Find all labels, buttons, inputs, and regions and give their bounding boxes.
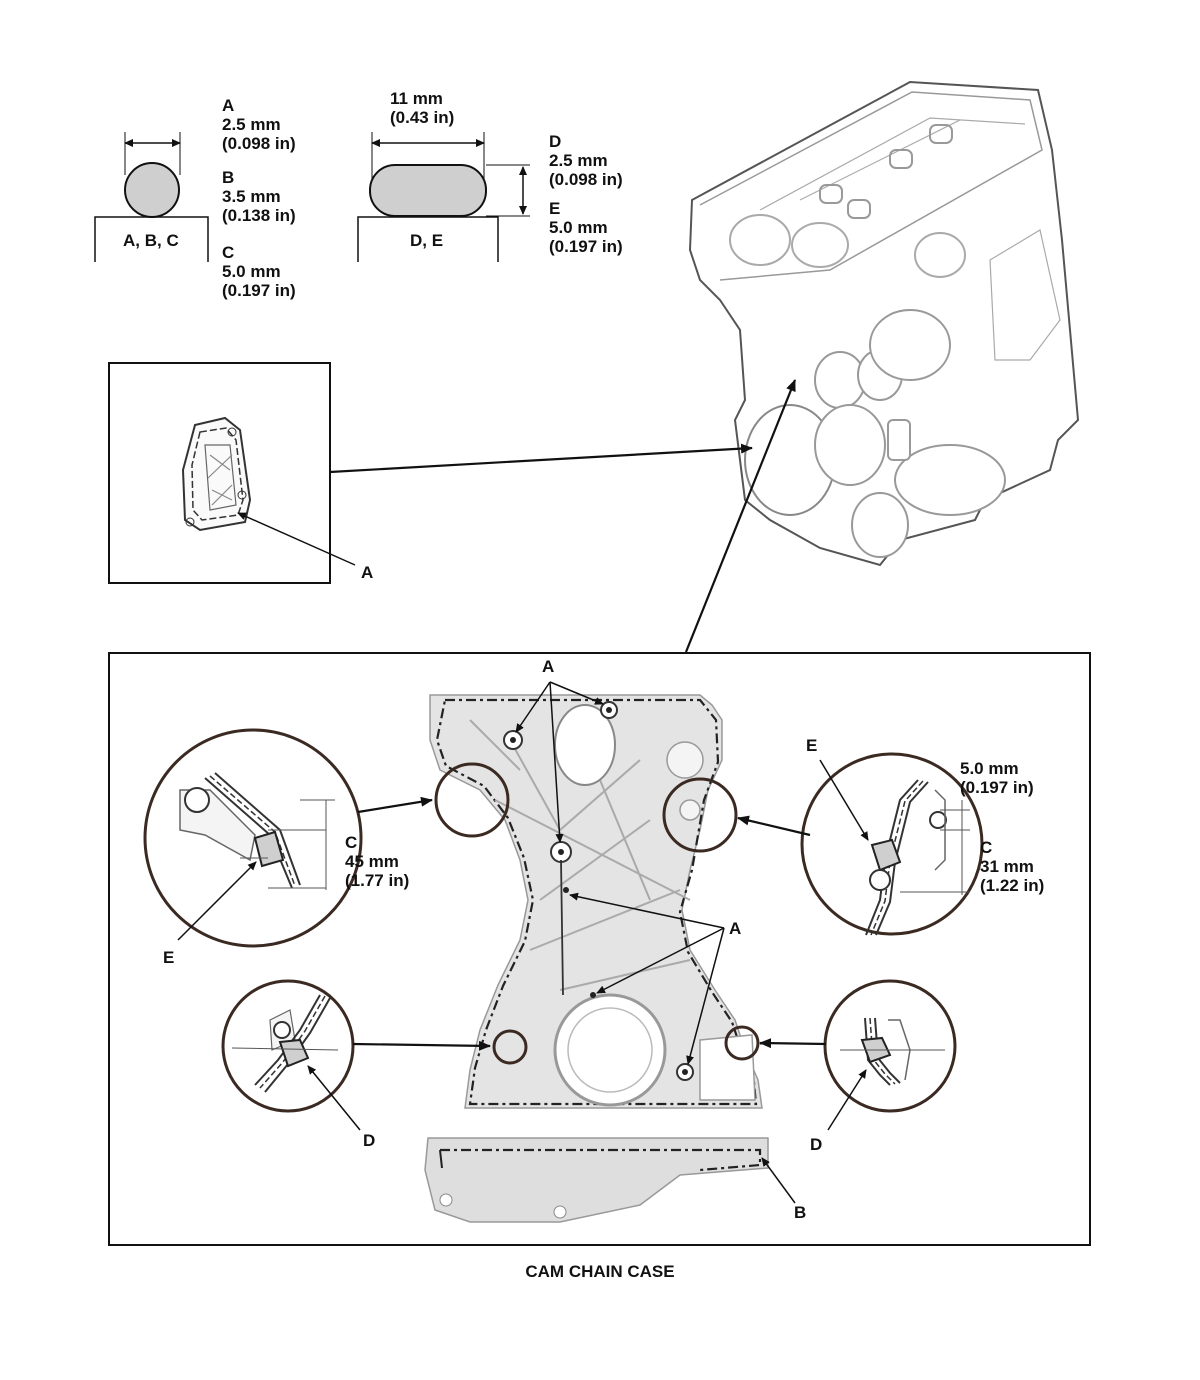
spec-e-size: 5.0 mm <box>549 218 608 237</box>
spec-b-inch: (0.138 in) <box>222 206 296 225</box>
lower-left-detail-arrow <box>352 1040 491 1051</box>
right-detail-size: 31 mm <box>980 857 1034 876</box>
spec-d-size: 2.5 mm <box>549 151 608 170</box>
right-detail-inch: (1.22 in) <box>980 876 1045 895</box>
callout-a-right: A <box>729 919 742 938</box>
cam-chain-case-body <box>429 694 763 1109</box>
lower-right-detail-magnifier <box>823 979 957 1131</box>
spec-e-letter: E <box>549 199 561 218</box>
right-detail-dimension: C 31 mm (1.22 in) <box>980 838 1044 895</box>
lower-right-detail-arrow <box>759 1038 827 1049</box>
flat-width-spec: 11 mm (0.43 in) <box>390 89 454 127</box>
b-leader <box>761 1157 796 1204</box>
flat-spec-e: E 5.0 mm (0.197 in) <box>549 199 623 256</box>
figure-caption: CAM CHAIN CASE <box>525 1262 675 1281</box>
lower-left-detail-magnifier <box>221 979 361 1131</box>
inset-callout-a: A <box>361 563 374 582</box>
left-detail-dimension: C 45 mm (1.77 in) <box>345 833 409 890</box>
flat-bead <box>369 164 487 217</box>
flat-bead-profile <box>357 132 530 262</box>
spec-a-letter: A <box>222 96 235 115</box>
spec-b-size: 3.5 mm <box>222 187 281 206</box>
right-detail-top-size: 5.0 mm <box>960 759 1019 778</box>
flat-bead-base-label: D, E <box>410 231 444 250</box>
spec-c-inch: (0.197 in) <box>222 281 296 300</box>
callout-e-right: E <box>806 736 818 755</box>
spec-c-letter: C <box>222 243 235 262</box>
callout-a-top: A <box>542 657 555 676</box>
spec-b-letter: B <box>222 168 235 187</box>
round-spec-c: C 5.0 mm (0.197 in) <box>222 243 296 300</box>
round-bead <box>124 162 180 218</box>
a-top-leaders <box>515 681 604 843</box>
right-detail-letter: C <box>980 838 993 857</box>
flat-width-inch: (0.43 in) <box>390 108 455 127</box>
flat-width-size: 11 mm <box>390 89 443 108</box>
left-detail-size: 45 mm <box>345 852 399 871</box>
left-detail-magnifier <box>143 728 363 948</box>
left-detail-arrow <box>357 796 433 814</box>
right-detail-top-dimension: 5.0 mm (0.197 in) <box>960 759 1034 797</box>
callout-d-left: D <box>363 1131 376 1150</box>
spec-d-inch: (0.098 in) <box>549 170 623 189</box>
right-detail-magnifier <box>800 752 984 936</box>
spec-c-size: 5.0 mm <box>222 262 281 281</box>
right-detail-top-inch: (0.197 in) <box>960 778 1034 797</box>
callout-e-left: E <box>163 948 175 967</box>
engine-illustration <box>688 80 1080 567</box>
callout-d-right: D <box>810 1135 823 1154</box>
spec-a-size: 2.5 mm <box>222 115 281 134</box>
flat-spec-d: D 2.5 mm (0.098 in) <box>549 132 623 189</box>
water-passage-inset <box>108 362 356 584</box>
spec-a-inch: (0.098 in) <box>222 134 296 153</box>
right-detail-arrow <box>737 815 811 837</box>
round-bead-base-label: A, B, C <box>123 231 179 250</box>
case-to-engine-arrow <box>684 379 797 653</box>
callout-b: B <box>794 1203 807 1222</box>
a-right-leaders <box>569 892 725 1065</box>
inset-to-engine-arrow <box>329 443 753 474</box>
spec-e-inch: (0.197 in) <box>549 237 623 256</box>
spec-d-letter: D <box>549 132 562 151</box>
round-spec-a: A 2.5 mm (0.098 in) <box>222 96 296 153</box>
round-bead-profile <box>94 132 209 262</box>
oil-pan <box>424 1137 769 1223</box>
left-detail-letter: C <box>345 833 358 852</box>
round-spec-b: B 3.5 mm (0.138 in) <box>222 168 296 225</box>
left-detail-inch: (1.77 in) <box>345 871 410 890</box>
